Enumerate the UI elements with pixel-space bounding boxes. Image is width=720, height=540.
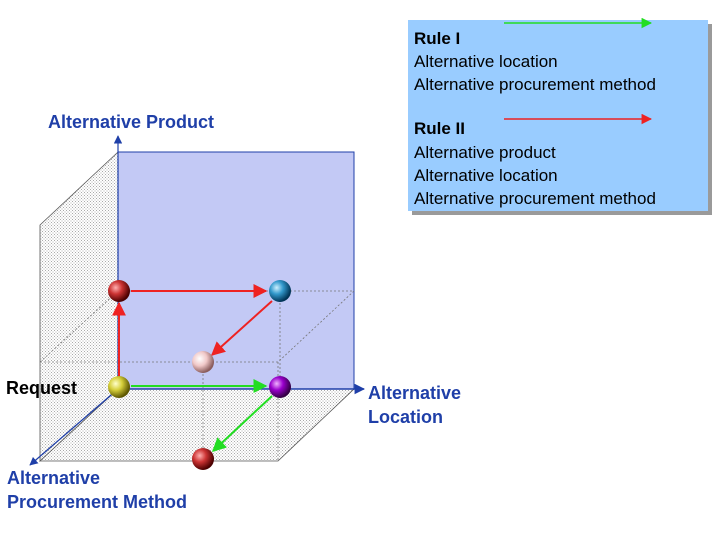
rule2-arrow-procurement [210,300,273,356]
request-label: Request [6,378,77,398]
legend-rule2-title: Rule II [414,119,465,138]
legend-rule1-line1: Alternative location [414,52,558,71]
procurement-axis-label-line1: Alternative [7,468,100,488]
back-face [117,151,355,390]
product-axis-label: Alternative Product [48,112,214,132]
node-product-location-procurement [192,351,214,373]
procurement-axis [29,388,119,466]
location-axis-label-line2: Location [368,407,443,427]
legend-rule2-line3: Alternative procurement method [414,189,656,208]
legend-rule2-line2: Alternative location [414,166,558,185]
legend-rule1-title: Rule I [414,29,460,48]
legend-box: Rule I Alternative location Alternative … [408,17,708,211]
node-product-location [269,280,291,302]
location-axis-label-line1: Alternative [368,383,461,403]
legend-background [408,20,708,211]
node-location-procurement [192,448,214,470]
node-location [269,376,291,398]
node-request [108,376,130,398]
rule1-arrow-procurement [211,395,273,452]
procurement-axis-label-line2: Procurement Method [7,492,187,512]
node-product [108,280,130,302]
legend-rule2-line1: Alternative product [414,143,556,162]
legend-rule1-line2: Alternative procurement method [414,75,656,94]
